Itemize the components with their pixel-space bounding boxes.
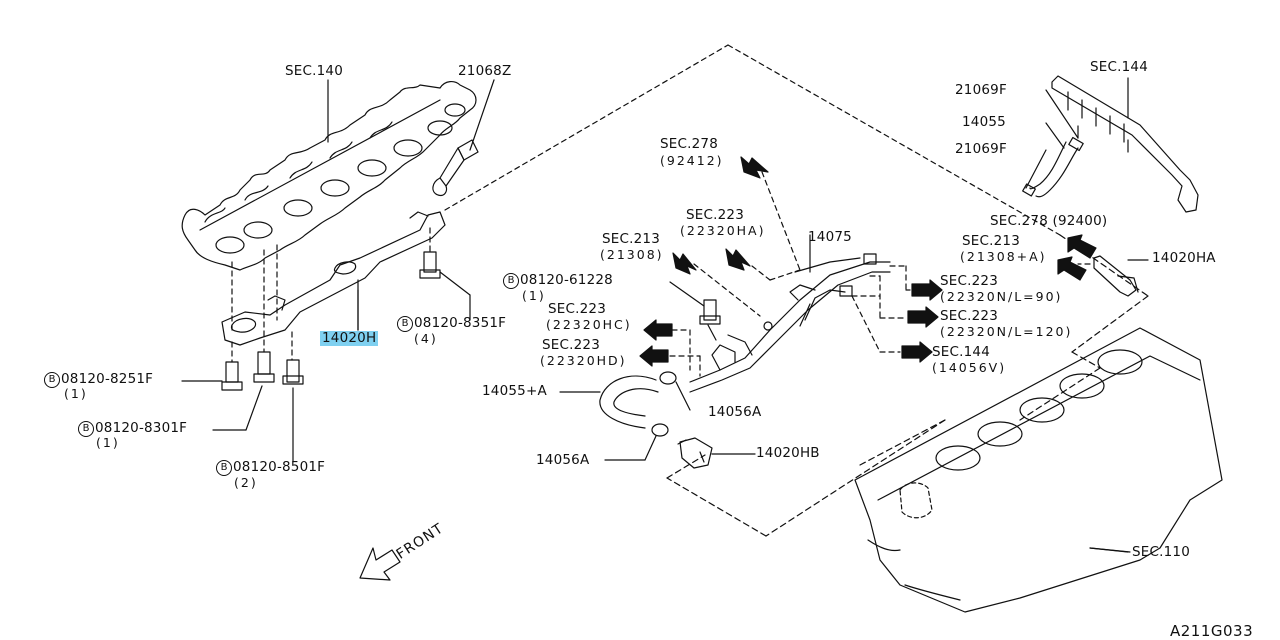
label-21068z: 21068Z <box>458 63 512 79</box>
label-b61228: 08120-61228 <box>520 272 613 288</box>
label-sec144-b: SEC.144 <box>932 344 990 360</box>
label-14020ha: 14020HA <box>1152 250 1216 266</box>
label-sec223-d: SEC.223 <box>940 308 998 324</box>
label-sec278-b: SEC.278 (92400) <box>990 213 1108 229</box>
label-sec223-a-sub: (22320HA) <box>680 223 766 238</box>
label-sec223-c: SEC.223 <box>548 301 606 317</box>
label-sec144-b-sub: (14056V) <box>932 360 1007 375</box>
label-sec223-d-sub: (22320N/L=120) <box>940 324 1073 339</box>
manifold-dashed-links <box>231 44 1061 363</box>
hose-14055 <box>1022 89 1084 198</box>
diagram-code: A211G033 <box>1170 622 1254 640</box>
label-sec223-a: SEC.223 <box>686 207 744 223</box>
label-sec223-b-sub: (22320N/L=90) <box>940 289 1063 304</box>
label-b8301-qty: (1) <box>96 435 120 450</box>
label-b8351: 08120-8351F <box>414 315 507 331</box>
bolts-left <box>221 251 441 391</box>
fitting-14020hb <box>677 437 756 469</box>
hose-14075 <box>689 234 891 393</box>
leaders-left <box>181 271 471 463</box>
label-sec278-a-sub: (92412) <box>660 153 724 168</box>
bolt-symbol-8301: B <box>78 421 94 437</box>
hose-14055a <box>559 371 691 461</box>
label-sec223-e: SEC.223 <box>542 337 600 353</box>
label-sec278-a: SEC.278 <box>660 136 718 152</box>
label-b61228-qty: (1) <box>522 288 546 303</box>
label-sec223-e-sub: (22320HD) <box>540 353 627 368</box>
label-14056a-a: 14056A <box>708 404 762 420</box>
rail-sec144 <box>1051 75 1199 213</box>
engine-block <box>854 327 1223 613</box>
label-14055a: 14055+A <box>482 383 547 399</box>
label-14075: 14075 <box>808 229 852 245</box>
hose-dashed-outline <box>666 234 1149 537</box>
part-21068z <box>432 79 495 197</box>
label-sec223-c-sub: (22320HC) <box>546 317 632 332</box>
label-sec213-a: SEC.213 <box>602 231 660 247</box>
label-sec223-b: SEC.223 <box>940 273 998 289</box>
bolt-symbol-8251: B <box>44 372 60 388</box>
intake-manifold <box>181 79 477 271</box>
label-b8501-qty: (2) <box>234 475 258 490</box>
label-b8351-qty: (4) <box>414 331 438 346</box>
bolt-61228 <box>669 281 721 341</box>
label-sec110: SEC.110 <box>1132 544 1190 560</box>
label-b8251: 08120-8251F <box>61 371 154 387</box>
bolt-symbol-8351: B <box>397 316 413 332</box>
label-sec144-top: SEC.144 <box>1090 59 1148 75</box>
label-14055: 14055 <box>962 114 1006 130</box>
label-sec213-b-sub: (21308+A) <box>960 249 1047 264</box>
label-sec140: SEC.140 <box>285 63 343 79</box>
bold-arrows <box>639 156 1097 367</box>
label-b8301: 08120-8301F <box>95 420 188 436</box>
label-b8251-qty: (1) <box>64 386 88 401</box>
label-14020h: 14020H <box>320 330 379 346</box>
label-sec213-a-sub: (21308) <box>600 247 664 262</box>
label-21069f-b: 21069F <box>955 141 1007 157</box>
label-sec213-b: SEC.213 <box>962 233 1020 249</box>
bolt-symbol-8501: B <box>216 460 232 476</box>
label-14056a-b: 14056A <box>536 452 590 468</box>
label-14020hb: 14020HB <box>756 445 820 461</box>
sec110-leader <box>1089 547 1129 553</box>
label-b8501: 08120-8501F <box>233 459 326 475</box>
reference-leaders <box>669 171 1091 377</box>
front-arrow-icon <box>359 547 401 581</box>
label-21069f-a: 21069F <box>955 82 1007 98</box>
bolt-symbol-61228: B <box>503 273 519 289</box>
fitting-14020ha <box>1093 255 1149 297</box>
